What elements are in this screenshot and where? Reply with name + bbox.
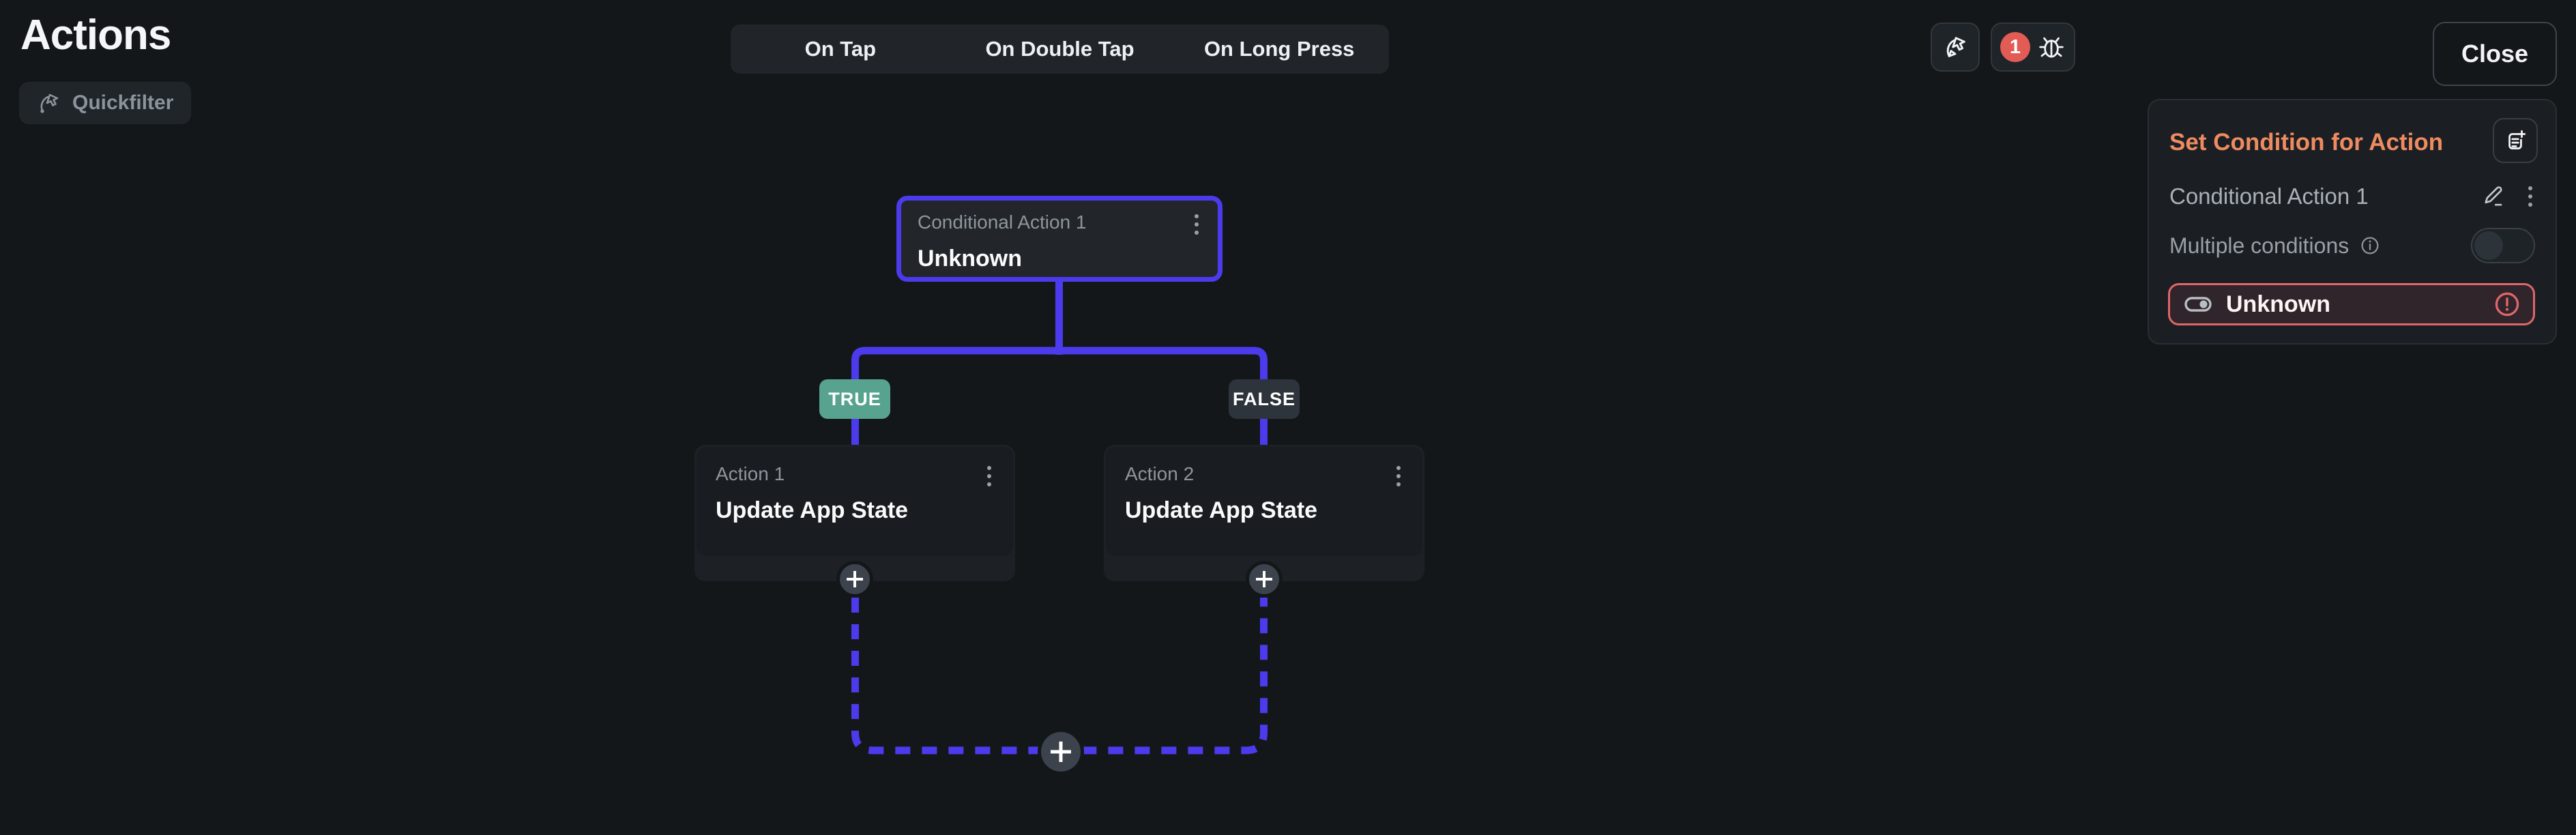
- condition-settings-panel: Set Condition for Action Conditional Act…: [2148, 99, 2557, 345]
- bug-icon: [2037, 33, 2066, 61]
- flow-test-button[interactable]: [1931, 23, 1980, 72]
- panel-title: Set Condition for Action: [2169, 129, 2444, 156]
- node-title: Action 1: [716, 463, 785, 484]
- pencil-icon[interactable]: [2480, 183, 2508, 210]
- multiple-conditions-toggle[interactable]: [2471, 228, 2535, 263]
- action-name: Conditional Action 1: [2169, 184, 2369, 209]
- flow-cursor-icon: [37, 91, 61, 115]
- action-node-wrapper: Action 2 Update App State: [1104, 445, 1424, 598]
- true-branch-badge: TRUE: [819, 379, 890, 419]
- quickfilter-button[interactable]: Quickfilter: [19, 82, 192, 124]
- debug-panel-button[interactable]: 1: [1991, 23, 2075, 72]
- node-title: Action 2: [1125, 463, 1195, 484]
- kebab-icon[interactable]: [1394, 463, 1403, 489]
- alert-circle-icon: [2493, 291, 2521, 318]
- add-note-icon: [2502, 128, 2528, 153]
- close-label: Close: [2461, 40, 2529, 68]
- kebab-icon[interactable]: [2526, 184, 2535, 209]
- tab-on-double-tap[interactable]: On Double Tap: [985, 37, 1135, 61]
- node-value: Update App State: [1125, 497, 1318, 523]
- false-branch-badge: FALSE: [1229, 379, 1300, 419]
- condition-value: Unknown: [2226, 291, 2330, 317]
- add-merged-action-button[interactable]: [1038, 729, 1084, 775]
- page-title: Actions: [20, 12, 171, 59]
- info-icon[interactable]: [2358, 234, 2382, 257]
- error-count-badge: 1: [2000, 32, 2030, 62]
- action-2-node[interactable]: Action 2 Update App State: [1106, 447, 1422, 556]
- trigger-tabbar: On Tap On Double Tap On Long Press: [731, 25, 1389, 74]
- tab-on-long-press[interactable]: On Long Press: [1203, 37, 1355, 61]
- action-node-wrapper: Action 1 Update App State: [694, 445, 1015, 598]
- add-action-button[interactable]: [1246, 561, 1283, 598]
- node-title: Conditional Action 1: [918, 211, 1087, 233]
- conditional-action-node[interactable]: Conditional Action 1 Unknown: [896, 196, 1223, 282]
- toggle-icon: [2182, 289, 2214, 320]
- kebab-icon[interactable]: [984, 463, 994, 489]
- kebab-icon[interactable]: [1192, 211, 1201, 237]
- tab-on-tap[interactable]: On Tap: [804, 37, 877, 61]
- action-1-node[interactable]: Action 1 Update App State: [697, 447, 1013, 556]
- node-value: Update App State: [716, 497, 909, 523]
- node-value: Unknown: [918, 246, 1022, 272]
- action-name-row: Conditional Action 1: [2169, 181, 2535, 212]
- multiple-conditions-label: Multiple conditions: [2169, 233, 2350, 258]
- quickfilter-label: Quickfilter: [72, 91, 174, 114]
- copy-action-button[interactable]: [2493, 118, 2538, 163]
- multiple-conditions-row: Multiple conditions: [2169, 227, 2535, 264]
- condition-value-field[interactable]: Unknown: [2168, 283, 2535, 325]
- toggle-knob: [2474, 231, 2503, 260]
- add-action-button[interactable]: [836, 561, 873, 598]
- close-button[interactable]: Close: [2433, 22, 2557, 86]
- flow-cursor-icon: [1942, 33, 1969, 61]
